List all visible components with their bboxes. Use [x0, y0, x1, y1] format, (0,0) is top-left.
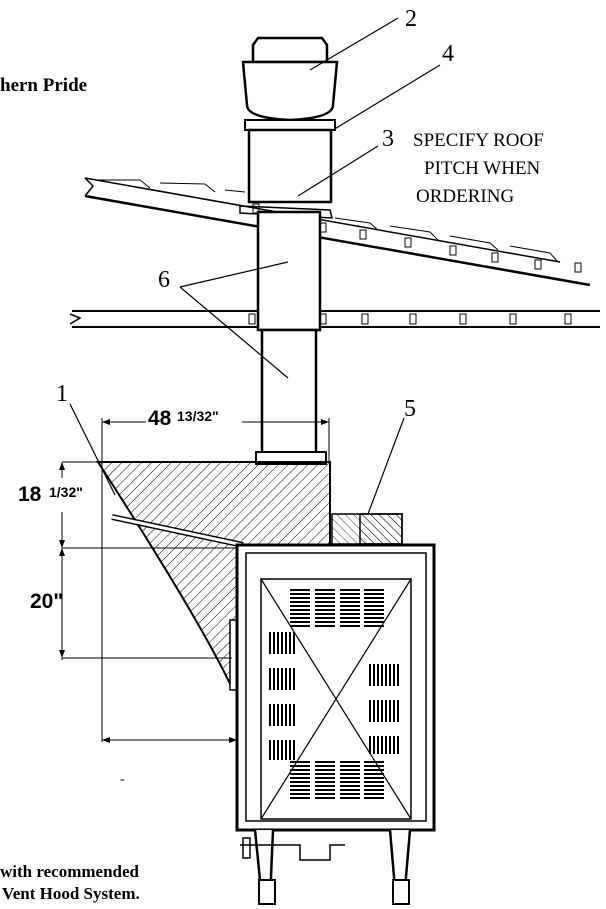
callout-3: 3 [382, 126, 394, 152]
callout-2: 2 [405, 6, 417, 32]
width-dimension-fraction: 13/32" [177, 408, 219, 424]
roof [84, 177, 591, 287]
partial-title: hern Pride [0, 75, 88, 96]
clearance-dimension: 20" [30, 590, 64, 613]
damper-box [331, 513, 403, 545]
callout-6: 6 [158, 267, 170, 293]
callout-1: 1 [56, 381, 68, 407]
leader-lines [69, 17, 441, 515]
pipe [255, 210, 327, 465]
dimension-lines [61, 418, 330, 742]
roof-note-line-3: ORDERING [416, 186, 515, 207]
ceiling [69, 310, 600, 328]
roof-note-line-2: PITCH WHEN [424, 158, 541, 179]
hood-height-fraction: 1/32" [49, 484, 83, 500]
storm-collar [239, 128, 333, 219]
footer-note-line-1: with recommended [0, 862, 139, 881]
callout-4: 4 [442, 41, 454, 67]
hood-height-main: 18 [18, 483, 42, 506]
roof-note-line-1: SPECIFY ROOF [413, 130, 544, 151]
stove-cabinet [235, 543, 436, 832]
stove-legs [240, 829, 412, 905]
width-dimension-main: 48 [148, 407, 172, 430]
dimension-arrows [59, 419, 329, 743]
footer-note-line-2: Vent Hood System. [2, 884, 140, 903]
callout-5: 5 [404, 396, 416, 422]
vent-cap [241, 36, 339, 131]
stray-mark: - [120, 772, 125, 787]
